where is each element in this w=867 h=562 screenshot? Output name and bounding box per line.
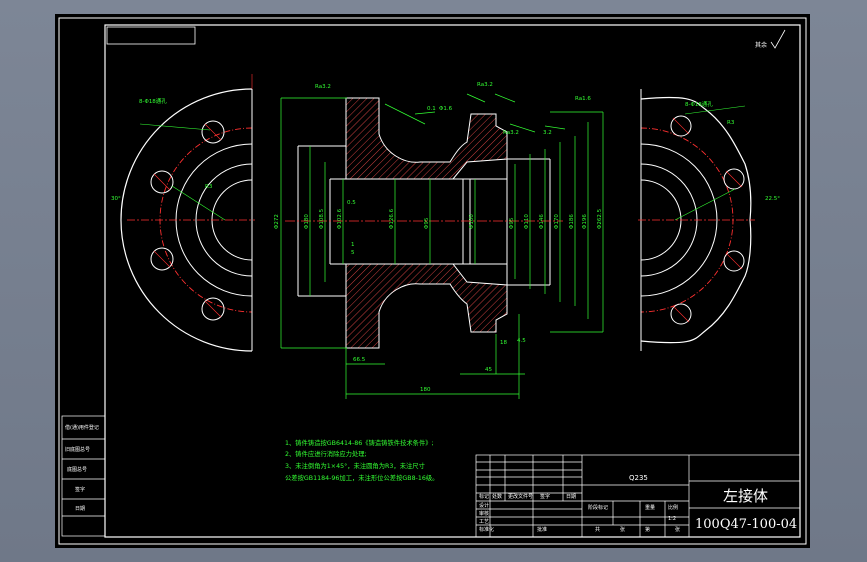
- left-view-radius: R3: [205, 184, 213, 190]
- dim-phi-top: Φ1.6: [439, 106, 453, 112]
- dim-right-1: Φ95: [509, 217, 515, 229]
- left-view-holes: 8-Φ18通孔: [139, 97, 167, 105]
- tb-mark: 标记: [479, 493, 489, 500]
- dim-right-7: Φ262.5: [597, 208, 603, 229]
- dim-mid-3: Φ100: [469, 214, 475, 229]
- tb-sign: 签字: [540, 493, 550, 500]
- dim-misc-3: 3.2: [543, 130, 552, 136]
- dim-bottom-1: 66.5: [353, 357, 366, 363]
- tb-stage: 阶段标记: [588, 504, 608, 511]
- dim-misc-1: 1: [351, 242, 355, 248]
- dim-bottom-3: 180: [420, 387, 431, 393]
- roughness-note: 其余: [755, 41, 767, 49]
- dim-left-3: Φ108.5: [319, 208, 325, 229]
- dim-right-6: Φ196: [582, 214, 588, 229]
- dim-left-1: Φ272: [274, 214, 280, 229]
- tb-change-file: 更改文件号: [508, 493, 533, 500]
- left-col-3: 底图总号: [67, 466, 87, 473]
- right-view-radius: R3: [727, 120, 735, 126]
- dim-right-5: Φ186: [569, 214, 575, 229]
- dim-ra-top-1: Ra3.2: [315, 84, 331, 90]
- tb-process: 工艺: [479, 519, 489, 525]
- tb-weight: 重量: [645, 504, 655, 511]
- title-block-texts: 标记 处数 更改文件号 签字 日期 设计 审核 工艺 标准化 批准 阶段标记 重…: [479, 493, 680, 533]
- dim-bottom-2: 45: [485, 367, 492, 373]
- dim-left-2: Φ180: [304, 214, 310, 229]
- dim-misc-2: 5: [351, 250, 355, 256]
- left-col-4: 签字: [75, 486, 85, 493]
- drawing-number: 100Q47-100-04: [695, 517, 797, 532]
- section-view: [285, 97, 563, 349]
- dim-bottom-4: 18: [500, 340, 507, 346]
- right-view-angle: 22.5°: [765, 196, 780, 202]
- tb-approve: 批准: [537, 526, 547, 533]
- title-block-grid: [475, 454, 801, 538]
- left-col-5: 日期: [75, 506, 85, 512]
- dim-left-4: Φ102.6: [337, 208, 343, 229]
- cad-drawing: Ra3.2 0.1 Φ1.6 Ra3.2 Ra3.2 Ra1.6 Φ272 Φ1…: [58, 17, 807, 545]
- left-title-texts: 借(通)用件登记 旧底图总号 底图总号 签字 日期: [65, 424, 99, 512]
- right-view-holes: 8-Φ18通孔: [685, 100, 713, 108]
- technical-notes: 1、铸件铸造按GB6414-86《铸造铸铁件技术条件》; 2、铸件应进行消除应力…: [285, 438, 438, 482]
- left-flange-view: [120, 74, 255, 352]
- tb-scale-label: 比例: [668, 504, 678, 511]
- left-view-angle: 30°: [111, 196, 121, 202]
- dim-misc-4: 0.5: [347, 200, 356, 206]
- dim-misc-5: 4.5: [517, 338, 526, 344]
- dimension-lines: [280, 93, 604, 399]
- note-2: 2、铸件应进行消除应力处理;: [285, 449, 367, 458]
- tb-sheets-2: 张: [675, 526, 680, 533]
- tb-date: 日期: [566, 494, 576, 500]
- dim-mid-1: Φ126.6: [389, 208, 395, 229]
- tb-standard: 标准化: [479, 526, 494, 533]
- note-1: 1、铸件铸造按GB6414-86《铸造铸铁件技术条件》;: [285, 438, 434, 447]
- dim-ra-top-3: Ra3.2: [503, 130, 519, 136]
- left-col-1: 借(通)用件登记: [65, 424, 99, 431]
- note-4: 公差按GB1184-96加工，未注形位公差按GB8-16级。: [285, 473, 438, 482]
- dim-right-3: Φ146: [539, 214, 545, 229]
- dim-right-2: Φ110: [524, 214, 530, 229]
- tb-total: 共: [595, 526, 600, 533]
- tb-design: 设计: [479, 502, 489, 509]
- material: Q235: [629, 474, 648, 482]
- tb-scale: 1:2: [668, 516, 676, 522]
- drawing-title: 左接体: [723, 487, 768, 505]
- dimension-texts: Ra3.2 0.1 Φ1.6 Ra3.2 Ra3.2 Ra1.6 Φ272 Φ1…: [111, 82, 780, 393]
- right-flange-view: [638, 89, 755, 351]
- left-title-column: [61, 415, 106, 537]
- roughness-symbol: [770, 29, 786, 49]
- tb-no: 第: [645, 526, 650, 533]
- tb-count: 处数: [492, 493, 502, 500]
- tb-sheets-1: 张: [620, 526, 625, 533]
- corner-code-box: [106, 26, 196, 45]
- dim-ra-top-2: Ra3.2: [477, 82, 493, 88]
- dim-right-4: Φ170: [554, 214, 560, 229]
- note-3: 3、未注倒角为1×45°，未注圆角为R3，未注尺寸: [285, 461, 425, 470]
- outer-frame: [58, 17, 807, 545]
- tb-review: 审核: [479, 510, 489, 517]
- inner-frame: [104, 24, 801, 538]
- dim-tol-top: 0.1: [427, 106, 436, 112]
- drawing-sheet: Ra3.2 0.1 Φ1.6 Ra3.2 Ra3.2 Ra1.6 Φ272 Φ1…: [55, 14, 810, 548]
- dim-ra-top-4: Ra1.6: [575, 96, 591, 102]
- dim-mid-2: Φ95: [424, 217, 430, 229]
- left-col-2: 旧底图总号: [65, 446, 90, 453]
